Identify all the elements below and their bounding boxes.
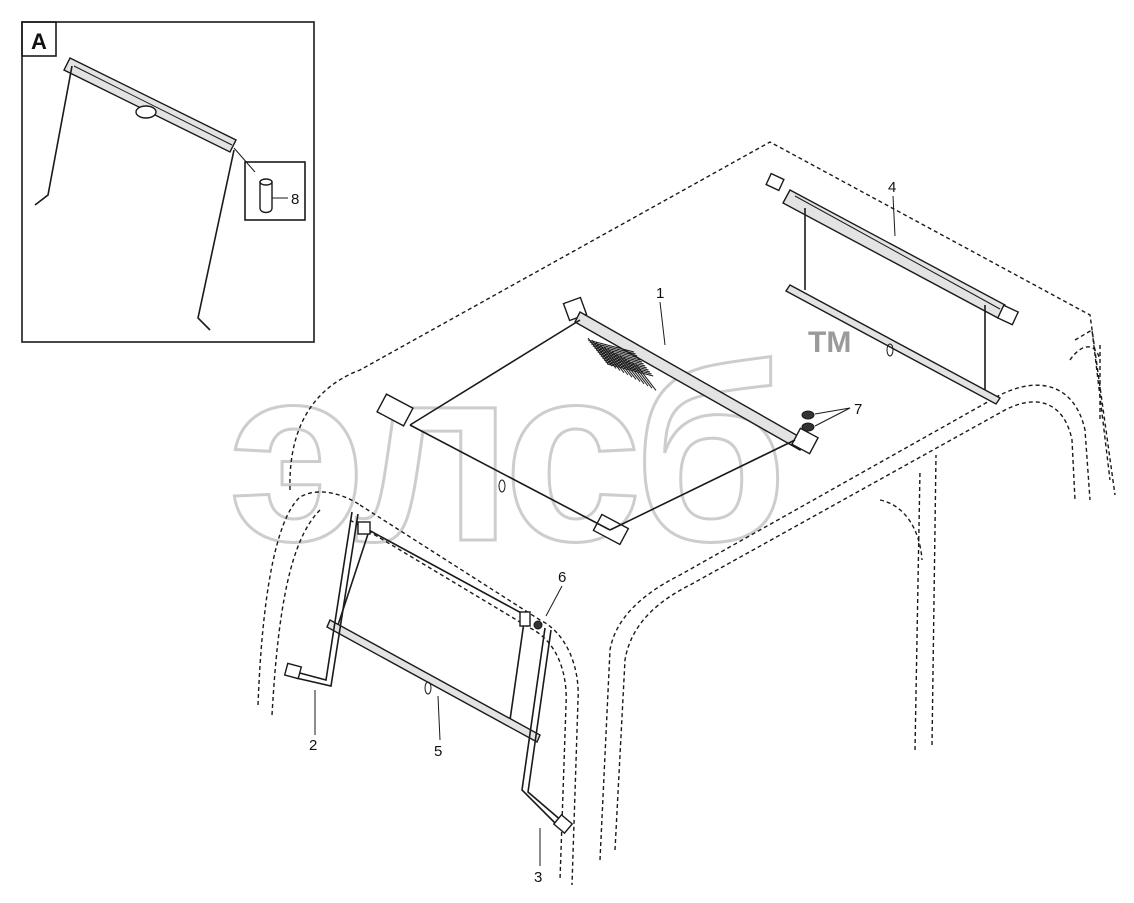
mesh-line (595, 349, 643, 363)
mesh-line (607, 363, 654, 377)
guide-rods (283, 511, 574, 835)
mesh-line (592, 345, 639, 359)
mesh-line (600, 355, 647, 369)
detail-label: A (31, 29, 47, 54)
detail-view-a: A (21, 21, 315, 343)
callout-6: 6 (558, 569, 566, 586)
roof-sunscreen (376, 296, 820, 546)
callout-4: 4 (888, 179, 896, 196)
mesh-line (603, 359, 651, 373)
cab-roof-outline (257, 141, 1116, 886)
mesh-line (599, 353, 646, 367)
clips-icon (801, 410, 815, 432)
rear-roller-blind (765, 172, 1020, 405)
mesh-line (587, 339, 635, 353)
callout-1: 1 (656, 285, 664, 302)
mesh-line (605, 361, 652, 375)
callout-leaders (272, 195, 896, 866)
watermark-tm: TM (808, 326, 851, 359)
mesh-line (635, 364, 657, 391)
mesh-line (597, 351, 644, 365)
mesh-line (602, 357, 649, 371)
mesh-line (627, 359, 649, 387)
callout-2: 2 (309, 737, 317, 754)
mesh-line (615, 353, 637, 380)
mesh-line (591, 343, 638, 357)
side-roller-blind (326, 521, 541, 743)
callout-8: 8 (291, 191, 299, 208)
mesh-line (631, 361, 653, 389)
watermark-text: элсб (228, 314, 782, 593)
mesh-line (594, 347, 641, 361)
callout-5: 5 (434, 743, 442, 760)
mesh-patch-icon (587, 337, 657, 391)
callout-7: 7 (854, 401, 862, 418)
callout-3: 3 (534, 869, 542, 886)
